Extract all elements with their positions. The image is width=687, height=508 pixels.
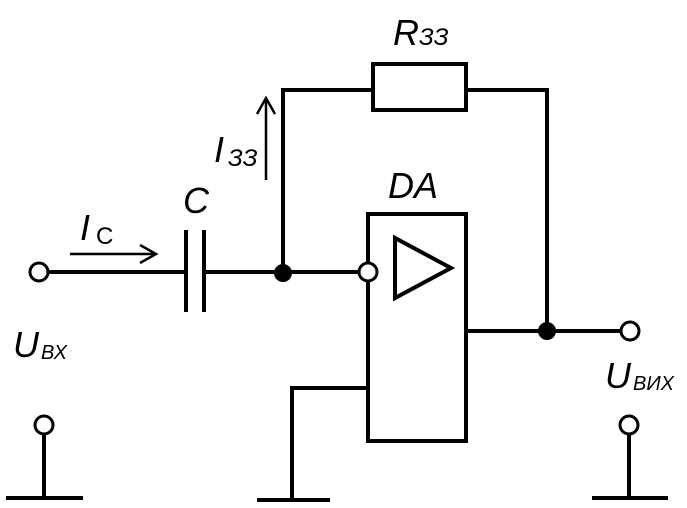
output-ground-terminal <box>618 414 640 436</box>
noninverting-ground-wire <box>290 386 368 500</box>
feedback-resistor <box>371 62 468 112</box>
output-junction-node <box>538 322 556 340</box>
output-terminal <box>619 320 641 342</box>
feedback-wire-left <box>281 88 373 272</box>
opamp-label: DA <box>388 165 438 206</box>
amplifier-triangle-icon <box>393 234 456 302</box>
input-current-arrowhead-icon <box>139 243 159 265</box>
capacitor-label: C <box>183 180 210 221</box>
resistor-label: RЗЗ <box>393 12 449 53</box>
input-junction-node <box>274 264 292 282</box>
feedback-wire-right <box>466 88 549 331</box>
opamp-input-terminal <box>357 261 379 283</box>
input-ground-terminal <box>33 414 55 436</box>
opamp-body <box>366 212 468 443</box>
input-terminal <box>28 261 50 283</box>
feedback-current-arrowhead-icon <box>255 95 277 115</box>
